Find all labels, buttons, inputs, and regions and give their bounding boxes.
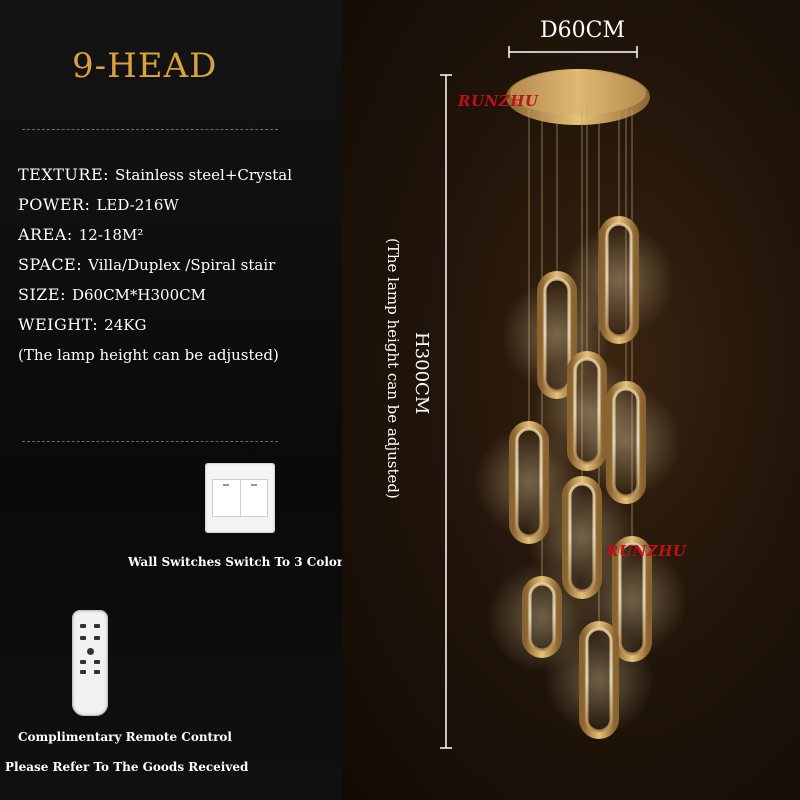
spec-label: SPACE:	[18, 255, 83, 274]
top-divider	[22, 129, 278, 130]
spec-value: 12-18M²	[78, 226, 144, 244]
switch-key-right	[241, 480, 268, 516]
bottom-divider	[22, 441, 278, 442]
remote-button	[80, 670, 86, 674]
canopy-highlight	[510, 71, 646, 115]
spec-texture: TEXTURE: Stainless steel+Crystal	[18, 162, 292, 192]
remote-control-image	[72, 610, 108, 716]
spec-space: SPACE: Villa/Duplex /Spiral stair	[18, 252, 292, 282]
spec-label: WEIGHT:	[18, 315, 99, 334]
spec-value: Villa/Duplex /Spiral stair	[88, 256, 276, 274]
switch-plate	[212, 479, 268, 517]
remote-button	[94, 660, 100, 664]
remote-button	[80, 624, 86, 628]
diameter-label: D60CM	[540, 18, 625, 43]
head-count-title: 9-HEAD	[72, 46, 218, 86]
spec-value: 24KG	[104, 316, 147, 334]
pendant-loops	[474, 216, 687, 739]
spec-power: POWER: LED-216W	[18, 192, 292, 222]
wall-switch-image	[205, 463, 275, 533]
pendant-loop	[599, 216, 639, 344]
spec-value: Stainless steel+Crystal	[115, 166, 292, 184]
remote-dial	[87, 648, 94, 655]
remote-button	[80, 636, 86, 640]
pendant-loop	[579, 621, 619, 739]
pendant-loop	[606, 381, 646, 504]
goods-note: Please Refer To The Goods Received	[5, 760, 249, 774]
remote-button	[80, 660, 86, 664]
pendant-loop	[522, 576, 562, 658]
pendant-loop	[509, 421, 549, 544]
spec-note: (The lamp height can be adjusted)	[18, 342, 292, 372]
remote-caption: Complimentary Remote Control	[18, 730, 232, 744]
spec-list: TEXTURE: Stainless steel+Crystal POWER: LE…	[18, 162, 292, 372]
chandelier-illustration	[440, 46, 687, 749]
height-adjust-label: (The lamp height can be adjusted)	[384, 238, 402, 499]
brand-watermark: RUNZHU	[458, 92, 539, 110]
spec-size: SIZE: D60CM*H300CM	[18, 282, 292, 312]
switch-key-left	[213, 480, 241, 516]
spec-label: TEXTURE:	[18, 165, 110, 184]
pendant-loop	[562, 476, 602, 599]
remote-button	[94, 670, 100, 674]
spec-label: AREA:	[18, 225, 73, 244]
spec-value: D60CM*H300CM	[71, 286, 206, 304]
pendant-loop	[537, 271, 577, 399]
spec-label: POWER:	[18, 195, 91, 214]
spec-label: SIZE:	[18, 285, 66, 304]
brand-watermark: RUNZHU	[606, 542, 687, 560]
remote-button	[94, 636, 100, 640]
pendant-loop	[612, 536, 652, 662]
pendant-loop	[567, 351, 607, 471]
height-adjust-note: (The lamp height can be adjusted)	[18, 346, 279, 364]
height-label: H300CM	[411, 332, 432, 415]
spec-area: AREA: 12-18M²	[18, 222, 292, 252]
switch-caption: Wall Switches Switch To 3 Colors	[128, 555, 350, 569]
spec-panel: 9-HEAD TEXTURE: Stainless steel+Crystal P…	[0, 0, 350, 800]
spec-weight: WEIGHT: 24KG	[18, 312, 292, 342]
remote-button	[94, 624, 100, 628]
spec-value: LED-216W	[96, 196, 179, 214]
